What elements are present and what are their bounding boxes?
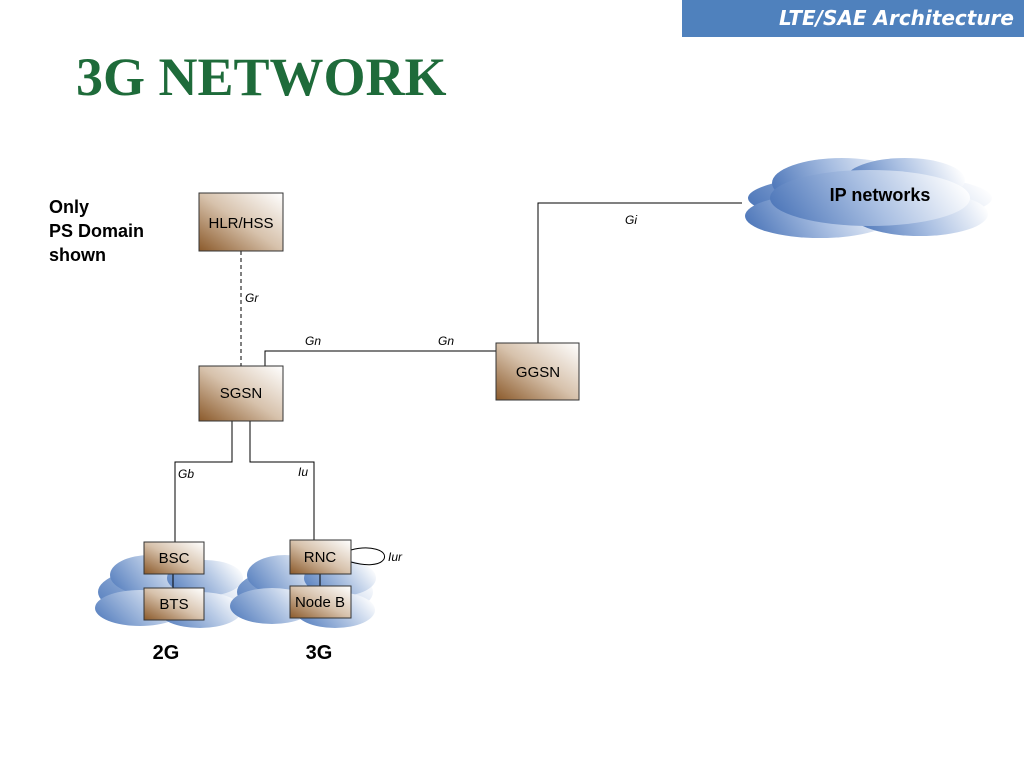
iu-interface-label: Iu <box>298 465 308 479</box>
bsc-node: BSC <box>143 541 205 575</box>
node-b-label: Node B <box>295 594 345 611</box>
ip-networks-cloud <box>745 158 992 238</box>
gn-interface-label-left: Gn <box>305 334 321 348</box>
hlr-hss-node: HLR/HSS <box>198 192 284 252</box>
gi-link <box>537 202 742 343</box>
gb-link <box>174 421 233 542</box>
hlr-hss-label: HLR/HSS <box>208 215 273 232</box>
scope-note: Only PS Domain shown <box>49 195 144 267</box>
sgsn-node: SGSN <box>198 365 284 422</box>
scope-note-line-1: Only <box>49 197 90 217</box>
page-title: 3G NETWORK <box>76 47 447 107</box>
gr-interface-label: Gr <box>245 291 259 305</box>
iu-link <box>249 421 315 540</box>
rnc-label: RNC <box>304 549 337 566</box>
node-b-node: Node B <box>289 585 352 619</box>
gi-interface-label: Gi <box>625 213 637 227</box>
ggsn-node: GGSN <box>495 342 580 401</box>
links <box>172 202 742 588</box>
bts-label: BTS <box>159 596 188 613</box>
header-banner: LTE/SAE Architecture <box>682 0 1024 37</box>
gn-link <box>264 350 496 366</box>
gb-interface-label: Gb <box>178 467 194 481</box>
iur-interface-label: Iur <box>388 550 403 564</box>
bts-node: BTS <box>143 587 205 621</box>
sgsn-label: SGSN <box>220 385 263 402</box>
rnc-node: RNC <box>289 539 352 575</box>
access-3g-label: 3G <box>306 642 333 664</box>
access-2g-label: 2G <box>153 642 180 664</box>
scope-note-line-2: PS Domain <box>49 221 145 241</box>
ip-networks-label: IP networks <box>830 185 931 205</box>
iur-loop <box>350 547 386 566</box>
bsc-label: BSC <box>159 550 190 567</box>
gn-interface-label-right: Gn <box>438 334 454 348</box>
scope-note-line-3: shown <box>49 245 106 265</box>
ggsn-label: GGSN <box>516 364 560 381</box>
